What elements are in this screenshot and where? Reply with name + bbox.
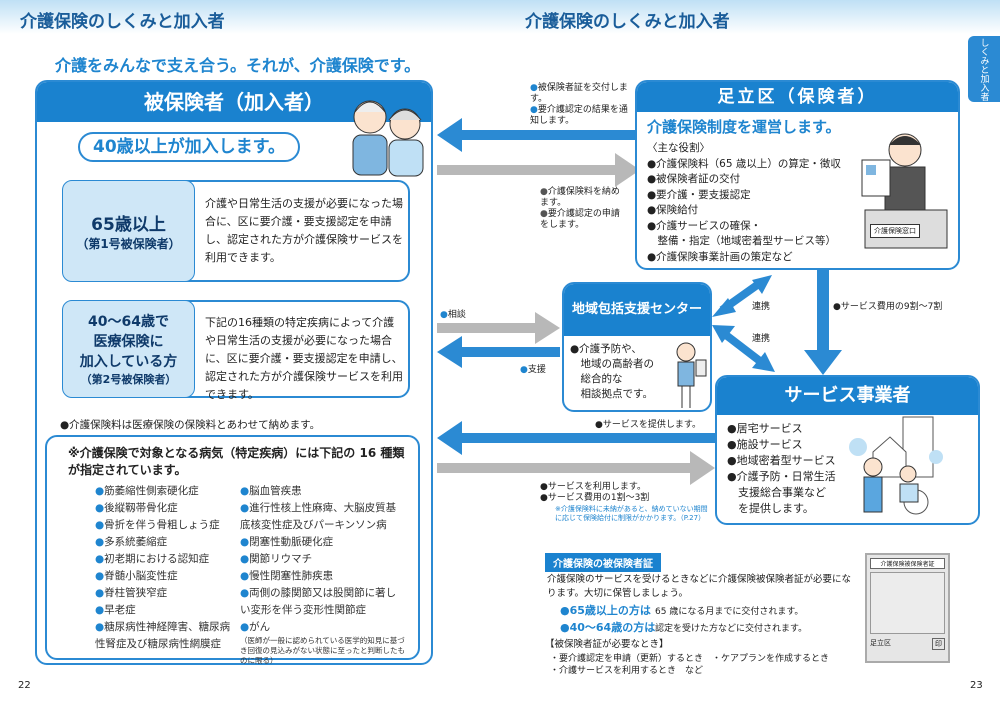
card-row2-text: 認定を受けた方などに交付されます。 <box>655 624 808 634</box>
card-row2-label: ●40～64歳の方は <box>560 621 656 634</box>
group2-label: 40～64歳で 医療保険に 加入している方 （第2号被保険者） <box>62 300 195 398</box>
page-header <box>0 0 1000 34</box>
disease-item: 筋萎縮性側索硬化症 <box>95 483 235 500</box>
to-ward-labels: ●介護保険料を納めます。 ●要介護認定の申請をします。 <box>540 187 620 230</box>
counter-sign: 介護保険窓口 <box>870 224 920 238</box>
card-row1-text: 65 歳になる月までに交付されます。 <box>655 607 804 617</box>
disease-item: 進行性核上性麻痺、大脳皮質基底核変性症及びパーキンソン病 <box>240 500 405 534</box>
role-item: 整備・指定（地域密着型サービス等） <box>647 235 836 247</box>
disease-item: 初老期における認知症 <box>95 551 235 568</box>
card-when-2: ・介護サービスを利用するとき など <box>550 666 704 676</box>
care-facility-illustration <box>849 416 943 515</box>
disease-item: 糖尿病性神経障害、糖尿病性腎症及び糖尿病性網膜症 <box>95 619 235 653</box>
provider-title: サービス事業者 <box>717 377 978 415</box>
card-row1-label: ●65歳以上の方は <box>560 604 651 617</box>
disease-item: 多系統萎縮症 <box>95 534 235 551</box>
disease-item: 早老症 <box>95 602 235 619</box>
card-image-seal: 印 <box>932 638 945 650</box>
disease-item: 脊柱管狭窄症 <box>95 585 235 602</box>
premium-note: ●介護保険料は医療保険の保険料とあわせて納めます。 <box>60 419 321 431</box>
ward-lead: 介護保険制度を運営します。 <box>647 118 841 136</box>
subtitle: 介護をみんなで支え合う。それが、介護保険です。 <box>55 56 421 75</box>
cancer-note: （医師が一般に認められている医学的知見に基づき回復の見込みがない状態に至ったと判… <box>240 636 405 665</box>
disease-item: 関節リウマチ <box>240 551 405 568</box>
card-image-title: 介護保険被保険者証 <box>870 558 945 569</box>
label-cost-share: ●サービス費用の1割～3割 <box>540 493 650 503</box>
service-provider-panel: サービス事業者 ●居宅サービス●施設サービス●地域密着型サービス●介護予防・日常… <box>715 375 980 525</box>
insurance-card-image: 介護保険被保険者証 足立区 印 <box>865 553 950 663</box>
label-notify: 要介護認定の結果を通知します。 <box>530 105 628 126</box>
label-payment: ●サービス費用の9割～7割 <box>833 302 943 312</box>
disease-item: 脊髄小脳変性症 <box>95 568 235 585</box>
side-tab[interactable]: しくみと加入者 <box>968 36 1000 102</box>
diseases-title: ※介護保険で対象となる病気（特定疾病）には下記の 16 種類が指定されています。 <box>68 446 405 477</box>
label-provide: ●サービスを提供します。 <box>595 420 701 430</box>
arrow-support <box>437 336 560 368</box>
label-apply: 要介護認定の申請をします。 <box>540 209 620 230</box>
arrow-provide <box>437 421 715 455</box>
disease-item: 慢性閉塞性肺疾患 <box>240 568 405 585</box>
role-item: ●保険給付 <box>647 204 699 216</box>
role-item: ●介護サービスの確保・ <box>647 219 762 232</box>
arrow-use <box>437 451 715 485</box>
diseases-right-list: 脳血管疾患 進行性核上性麻痺、大脳皮質基底核変性症及びパーキンソン病 閉塞性動脈… <box>240 483 405 666</box>
role-item: ●介護保険事業計画の策定など <box>647 250 793 263</box>
disease-item: 後縦靱帯骨化症 <box>95 500 235 517</box>
center-title: 地域包括支援センター <box>564 284 710 336</box>
card-image-ward: 足立区 <box>870 639 891 647</box>
label-pay-premium: 介護保険料を納めます。 <box>540 187 620 208</box>
arrow-consult <box>437 312 560 344</box>
support-center-panel: 地域包括支援センター ●介護予防や、 地域の高齢者の 総合的な 相談拠点です。 <box>562 282 712 412</box>
roles-label: 〈主な役割〉 <box>647 142 710 154</box>
page-number-left: 22 <box>18 680 31 691</box>
disease-item: 骨折を伴う骨粗しょう症 <box>95 517 235 534</box>
role-item: ●介護保険料（65 歳以上）の算定・徴収 <box>647 157 841 170</box>
group2-l2: 医療保険に <box>93 334 164 350</box>
disease-item: 両側の膝関節又は股関節に著しい変形を伴う変形性関節症 <box>240 585 405 619</box>
arrow-ward-to-insured <box>437 118 640 152</box>
group1-type: （第1号被保険者） <box>76 237 181 251</box>
label-issue-card: 被保険者証を交付します。 <box>530 83 628 104</box>
disease-item: 脳血管疾患 <box>240 483 405 500</box>
group2-l3: 加入している方 <box>79 354 178 370</box>
label-consult: 相談 <box>447 310 466 320</box>
age-requirement-pill: 40歳以上が加入します。 <box>78 132 300 162</box>
group1-label: 65歳以上 （第1号被保険者） <box>62 180 195 282</box>
to-insured-labels: ●被保険者証を交付します。 ●要介護認定の結果を通知します。 <box>530 83 628 126</box>
card-when-title: 【被保険者証が必要なとき】 <box>545 639 669 650</box>
ward-title: 足立区（保険者） <box>637 82 958 112</box>
label-link-2: 連携 <box>752 334 771 344</box>
arrow-insured-to-ward <box>437 153 640 187</box>
elderly-couple-illustration <box>352 100 424 177</box>
staff-illustration <box>676 342 707 408</box>
group1-age: 65歳以上 <box>91 215 166 235</box>
role-item: ●被保険者証の交付 <box>647 173 741 185</box>
page-title-right: 介護保険のしくみと加入者 <box>525 12 730 32</box>
arrow-payment <box>804 270 842 375</box>
card-when-1: ・要介護認定を申請（更新）するとき ・ケアプランを作成するとき <box>550 654 830 664</box>
role-item: ●要介護・要支援認定 <box>647 188 751 201</box>
group2-age: 40～64歳で <box>88 314 169 330</box>
label-unpaid-note: ※介護保険料に未納があると、納めていない期間に応じて保険給付に制限がかかります。… <box>555 505 708 522</box>
group1-text: 介護や日常生活の支援が必要になった場合に、区に要介護・要支援認定を申請し、認定さ… <box>205 197 403 264</box>
page-number-right: 23 <box>970 680 983 691</box>
card-text: 介護保険のサービスを受けるときなどに介護保険被保険者証が必要になります。大切に保… <box>547 574 852 599</box>
group2-text: 下記の16種類の特定疾病によって介護や日常生活の支援が必要になった場合に、区に要… <box>205 316 403 401</box>
card-heading: 介護保険の被保険者証 <box>545 553 661 572</box>
label-link-1: 連携 <box>752 302 771 312</box>
ward-roles: 〈主な役割〉 ●介護保険料（65 歳以上）の算定・徴収 ●被保険者証の交付 ●要… <box>637 141 958 265</box>
group2-type: （第2号被保険者） <box>80 373 177 386</box>
center-text: ●介護予防や、 地域の高齢者の 総合的な 相談拠点です。 <box>570 343 654 400</box>
diseases-left-list: 筋萎縮性側索硬化症 後縦靱帯骨化症 骨折を伴う骨粗しょう症 多系統萎縮症 初老期… <box>95 483 235 653</box>
provider-text: ●居宅サービス●施設サービス●地域密着型サービス●介護予防・日常生活 支援総合事… <box>727 422 836 515</box>
label-support: 支援 <box>527 365 546 375</box>
page-title-left: 介護保険のしくみと加入者 <box>20 12 225 32</box>
disease-item: がん <box>240 619 405 636</box>
label-use: ●サービスを利用します。 <box>540 482 646 492</box>
diseases-box <box>45 435 420 660</box>
disease-item: 閉塞性動脈硬化症 <box>240 534 405 551</box>
